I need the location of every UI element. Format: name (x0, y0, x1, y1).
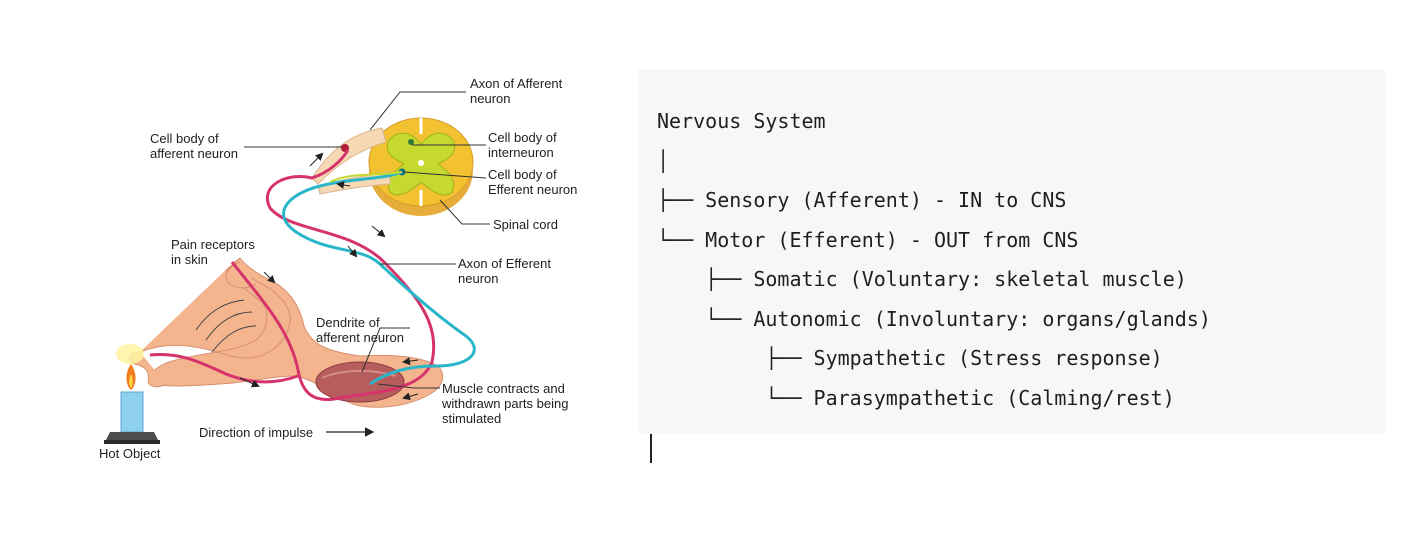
label-spinal-cord: Spinal cord (493, 217, 558, 232)
label-dendrite-afferent-line2: afferent neuron (316, 330, 404, 345)
label-axon-efferent-line2: neuron (458, 271, 498, 286)
tree-line-sympathetic: ├── Sympathetic (Stress response) (657, 346, 1163, 370)
motion-lines (195, 299, 257, 353)
label-cell-body-afferent-line2: afferent neuron (150, 146, 238, 161)
tree-line-somatic: ├── Somatic (Voluntary: skeletal muscle) (657, 267, 1187, 291)
impulse-arrows (239, 152, 419, 401)
label-muscle-contracts: Muscle contracts and withdrawn parts bei… (441, 381, 572, 426)
efferent-neuron-inner (329, 171, 403, 183)
afferent-neuron-path (230, 149, 436, 401)
label-cell-body-afferent: Cell body of afferent neuron (150, 131, 238, 161)
tree-line-parasympathetic: └── Parasympathetic (Calming/rest) (657, 385, 1175, 410)
label-hot-object: Hot Object (99, 446, 161, 461)
label-pain-receptors-line2: in skin (171, 252, 208, 267)
text-cursor (650, 434, 652, 463)
label-cell-body-interneuron-line1: Cell body of (488, 130, 557, 145)
efferent-neuron-path (282, 170, 476, 386)
label-cell-body-interneuron: Cell body of interneuron (488, 130, 560, 160)
label-muscle-contracts-line1: Muscle contracts and (442, 381, 565, 396)
label-muscle-contracts-line2: withdrawn parts being (441, 396, 568, 411)
spinal-cord-section (311, 117, 474, 216)
afferent-neuron-hand-path (149, 352, 299, 384)
label-axon-afferent-line2: neuron (470, 91, 510, 106)
reflex-arc-diagram: Axon of Afferent neuron Cell body of aff… (99, 76, 577, 461)
label-pain-receptors: Pain receptors in skin (171, 237, 258, 267)
tree-line-root: Nervous System (657, 109, 826, 133)
label-cell-body-efferent-line1: Cell body of (488, 167, 557, 182)
tree-line-connector: │ (657, 148, 670, 173)
tree-line-sensory: ├── Sensory (Afferent) - IN to CNS (657, 188, 1067, 212)
label-cell-body-afferent-line1: Cell body of (150, 131, 219, 146)
nervous-system-tree: Nervous System │ ├── Sensory (Afferent) - … (657, 102, 1211, 418)
label-axon-efferent-line1: Axon of Efferent (458, 256, 551, 271)
label-axon-efferent: Axon of Efferent neuron (458, 256, 555, 286)
label-dendrite-afferent: Dendrite of afferent neuron (316, 315, 404, 345)
label-axon-afferent: Axon of Afferent neuron (470, 76, 566, 106)
label-cell-body-efferent-line2: Efferent neuron (488, 182, 577, 197)
label-dendrite-afferent-line1: Dendrite of (316, 315, 380, 330)
leader-lines (244, 91, 490, 389)
label-axon-afferent-line1: Axon of Afferent (470, 76, 563, 91)
tree-line-motor: └── Motor (Efferent) - OUT from CNS (657, 227, 1079, 252)
label-pain-receptors-line1: Pain receptors (171, 237, 255, 252)
code-panel: Nervous System │ ├── Sensory (Afferent) - … (638, 69, 1385, 434)
label-muscle-contracts-line3: stimulated (442, 411, 501, 426)
label-direction-impulse: Direction of impulse (199, 425, 313, 440)
candle-illustration (104, 344, 160, 444)
label-cell-body-efferent: Cell body of Efferent neuron (488, 167, 577, 197)
tree-line-autonomic: └── Autonomic (Involuntary: organs/gland… (657, 306, 1211, 331)
label-cell-body-interneuron-line2: interneuron (488, 145, 554, 160)
